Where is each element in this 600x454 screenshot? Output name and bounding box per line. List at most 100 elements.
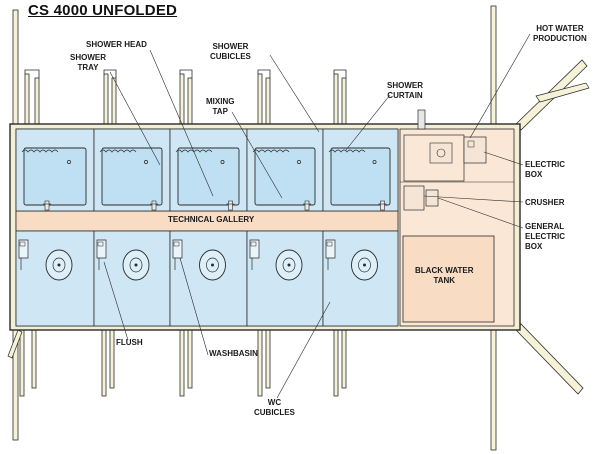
frame-post [257,73,263,125]
mixing-tap [304,200,310,211]
leader-line [437,197,524,229]
frame-post [333,73,339,125]
toilet-inner [52,257,66,273]
toilet-drain [134,263,138,267]
toilet-drain [287,263,291,267]
toilet-inner [358,257,371,273]
leader-line [269,54,320,133]
leader-line [483,151,524,166]
frame-post [19,329,25,397]
frame-post [490,329,497,451]
leader-line [231,111,283,199]
black-water-tank [402,235,495,323]
label-black-water-tank: BLACK WATER TANK [415,266,474,285]
frame-post [341,77,347,125]
frame-arm [333,69,347,78]
frame-post [179,73,185,125]
toilet-inner [206,257,219,273]
toilet-drain [211,263,214,267]
shower-drain [297,160,301,164]
label-mixing-tap: MIXING TAP [206,97,235,116]
leader-line [469,33,531,139]
label-crusher: CRUSHER [525,198,565,207]
shower-curtain [21,149,59,153]
shower-drain [144,160,148,164]
frame-arm [24,69,40,78]
shower-tray [177,147,240,206]
toilet-inner [282,257,296,273]
label-wc-cubicles: WC CUBICLES [254,398,295,417]
frame-post [34,77,40,125]
toilet-drain [57,263,61,267]
label-general-electric-box: GENERAL ELECTRIC BOX [525,222,565,251]
label-shower-cubicles: SHOWER CUBICLES [210,42,251,61]
leader-line [109,71,161,166]
shower-drain [220,160,225,164]
mixing-tap [380,200,385,211]
label-flush: FLUSH [116,338,143,347]
frame-diagonal-arm [515,323,584,395]
shower-curtain [328,149,366,153]
frame-post [101,329,107,397]
toilet-inner [129,257,143,273]
electric-box [463,136,487,164]
flush-button [250,241,257,247]
frame-post [24,73,30,125]
leader-line [179,257,209,356]
flush-button [326,241,333,247]
shower-drain [67,160,71,164]
frame-arm [103,69,117,78]
frame-post [109,329,115,389]
shower-curtain [252,149,290,153]
shower-tray [101,147,163,206]
frame-arm [257,69,271,78]
label-electric-box: ELECTRIC BOX [525,160,565,179]
frame-post [265,77,271,125]
leader-line [149,49,214,197]
label-technical-gallery: TECHNICAL GALLERY [168,215,255,224]
frame-post [31,329,37,389]
mixing-tap [151,200,157,211]
frame-post [333,329,339,397]
frame-post [257,329,263,397]
frame-post [111,77,117,125]
diagram-title: CS 4000 UNFOLDED [28,2,178,19]
toilet-drain [363,263,366,267]
flush-button [173,241,180,247]
frame-diagonal-arm [535,82,590,103]
boiler-dial [436,148,446,158]
shower-tray [330,147,391,206]
frame-post [187,77,193,125]
leader-line [276,301,331,399]
frame-post [103,73,109,125]
flush-button [97,241,104,247]
frame-post [187,329,193,389]
shower-curtain [99,149,137,153]
label-shower-head: SHOWER HEAD [86,40,147,49]
label-shower-tray: SHOWER TRAY [70,53,106,72]
label-hot-water-production: HOT WATER PRODUCTION [533,24,587,43]
shower-tray [23,147,87,206]
flue-pipe [417,109,426,130]
leader-line [103,261,129,341]
label-washbasin: WASHBASIN [209,349,258,358]
electric-box-breaker [467,140,475,148]
fixtures [18,109,514,281]
shower-tray [254,147,316,206]
flush-button [19,241,26,247]
label-shower-curtain: SHOWER CURTAIN [387,81,423,100]
frame-post [265,329,271,389]
leader-line [345,94,391,151]
shower-drain [372,160,377,164]
mixing-tap [44,200,50,211]
boiler [429,142,453,164]
frame-post [179,329,185,397]
leader-line [423,195,524,203]
frame-diagonal-arm [7,329,23,359]
frame-post [490,5,497,125]
frame-arm [179,69,193,78]
mixing-tap [228,200,233,211]
leader-lines [103,33,531,399]
